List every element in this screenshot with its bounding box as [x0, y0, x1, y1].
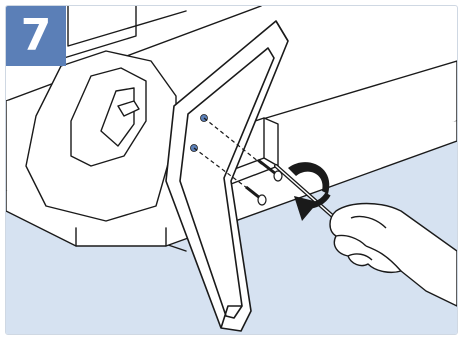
step-number-badge: 7	[6, 6, 66, 66]
assembly-illustration	[6, 6, 457, 334]
instruction-panel: 7	[5, 5, 458, 335]
